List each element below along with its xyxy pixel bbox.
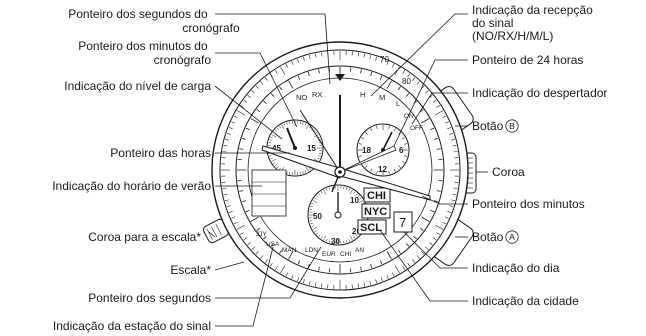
bezel-number: 80 xyxy=(402,77,411,86)
city-window: CHI xyxy=(367,190,386,202)
label-button-a: Botão A xyxy=(472,230,518,244)
label-scale-crown: Coroa para a escala* xyxy=(88,230,201,244)
label-button-b: Botão B xyxy=(472,119,518,133)
subdial-mark: 18 xyxy=(362,146,371,155)
station-mark: MAN xyxy=(282,247,297,254)
label-day: Indicação do dia xyxy=(472,261,560,275)
label-24h-hand: Ponteiro de 24 horas xyxy=(472,53,583,67)
station-mark: JJY xyxy=(256,231,268,238)
svg-text:A: A xyxy=(509,232,515,242)
subdial-mark: 50 xyxy=(313,212,322,221)
bottom-mark: EUR xyxy=(322,251,336,258)
signal-mark: RX xyxy=(312,90,322,99)
alarm-mark: OFF xyxy=(410,125,423,132)
seconds-subdial: 50 10 20 30 xyxy=(308,185,368,246)
subdial-mark: 10 xyxy=(350,196,359,205)
label-hour-hand: Ponteiro das horas xyxy=(110,146,211,160)
day-number: 7 xyxy=(399,215,406,230)
label-scale: Escala* xyxy=(170,263,211,277)
signal-mark: L xyxy=(396,99,400,108)
subdial-mark: 6 xyxy=(399,146,404,155)
watch-illustration: 70 80 NO RX H M L 45 15 18 6 12 xyxy=(202,42,476,298)
dst-area xyxy=(252,170,286,216)
label-city: Indicação da cidade xyxy=(472,294,579,308)
subdial-mark: 15 xyxy=(307,144,316,153)
bottom-mark: CHI xyxy=(340,251,351,258)
day-window: 7 xyxy=(394,212,412,232)
signal-mark: NO xyxy=(296,93,307,102)
label-minutes-hand: Ponteiro dos minutos xyxy=(472,197,585,211)
city-window: SCL xyxy=(360,222,382,234)
subdial-mark: 30 xyxy=(331,237,340,246)
leader-line xyxy=(215,262,244,270)
label-chrono-minutes-hand: Ponteiro dos minutos do cronógrafo xyxy=(78,39,211,67)
label-signal-reception: Indicação da recepção do sinal (NO/RX/H/… xyxy=(472,3,596,43)
svg-text:B: B xyxy=(509,121,515,131)
label-alarm: Indicação do despertador xyxy=(472,86,607,100)
subdial-mark: 12 xyxy=(378,165,387,174)
label-button-b-text: Botão xyxy=(472,119,504,133)
label-crown: Coroa xyxy=(492,165,525,179)
city-window: NYC xyxy=(364,206,387,218)
labels-right: Indicação da recepção do sinal (NO/RX/H/… xyxy=(472,3,607,308)
station-mark: USA xyxy=(266,241,280,248)
bottom-mark: AN xyxy=(355,247,364,254)
bezel-number: 70 xyxy=(380,55,389,64)
label-signal-station: Indicação da estação do sinal xyxy=(53,319,211,333)
label-button-a-text: Botão xyxy=(472,230,504,244)
label-chrono-seconds-hand: Ponteiro dos segundos do cronógrafo xyxy=(68,7,240,35)
signal-mark: H xyxy=(360,90,365,99)
label-seconds-hand: Ponteiro dos segundos xyxy=(88,291,211,305)
label-charge-level: Indicação do nível de carga xyxy=(64,79,211,93)
signal-mark: M xyxy=(379,93,385,102)
label-dst: Indicação do horário de verão xyxy=(52,179,211,193)
bottom-mark: LDN xyxy=(305,247,318,254)
